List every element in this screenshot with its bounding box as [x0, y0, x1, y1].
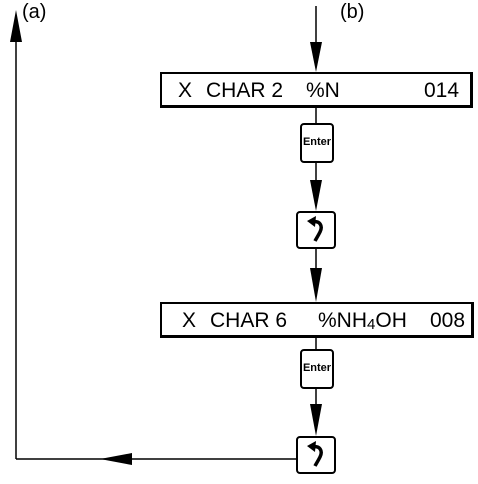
down-arrow-icon — [310, 268, 322, 302]
display-char-2: X CHAR 2 %N 014 — [160, 72, 473, 108]
display-char: CHAR 2 — [206, 79, 284, 102]
display-value: 014 — [424, 79, 460, 102]
up-arrow-a-icon — [10, 10, 22, 42]
down-arrow-b-icon — [310, 42, 322, 72]
scroll-key[interactable] — [296, 211, 336, 249]
display-char: CHAR 6 — [210, 309, 288, 332]
left-arrow-icon — [100, 453, 132, 465]
scroll-return-icon — [307, 216, 323, 242]
scroll-key[interactable] — [296, 436, 336, 474]
down-arrow-icon — [310, 180, 322, 211]
enter-key[interactable]: Enter — [300, 349, 334, 389]
label-a: (a) — [22, 1, 47, 23]
enter-key-label: Enter — [302, 362, 332, 374]
display-symbol: %NH4OH — [318, 309, 407, 333]
enter-key-label: Enter — [302, 136, 332, 148]
display-char-6: X CHAR 6 %NH4OH 008 — [160, 302, 474, 338]
down-arrow-icon — [310, 404, 322, 436]
display-symbol: %N — [306, 79, 340, 102]
label-b: (b) — [340, 1, 365, 23]
enter-key[interactable]: Enter — [300, 123, 334, 163]
display-value: 008 — [430, 309, 466, 332]
display-x: X — [178, 79, 193, 102]
scroll-return-icon — [307, 441, 323, 467]
display-x: X — [182, 309, 197, 332]
